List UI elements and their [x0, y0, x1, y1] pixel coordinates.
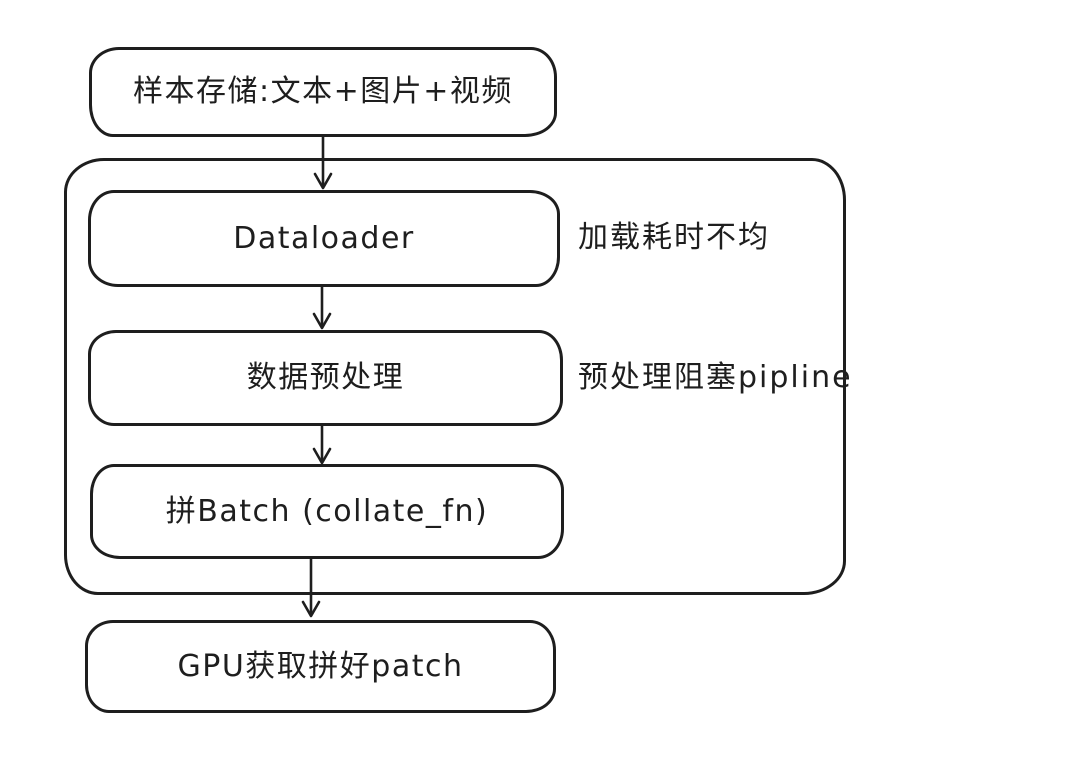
node-sample-storage: 样本存储:文本+图片+视频 — [89, 47, 557, 137]
node-dataloader: Dataloader — [88, 190, 560, 287]
arrow-preprocess-to-batch-icon — [312, 425, 332, 465]
node-gpu-label: GPU获取拼好patch — [177, 648, 464, 684]
arrow-storage-to-dataloader-icon — [313, 136, 333, 190]
arrow-dataloader-to-preprocess-icon — [312, 286, 332, 330]
arrow-batch-to-gpu-icon — [301, 558, 321, 618]
node-batch-collate: 拼Batch (collate_fn) — [90, 464, 564, 559]
annotation-preprocess-note: 预处理阻塞pipline — [578, 360, 853, 395]
node-sample-storage-label: 样本存储:文本+图片+视频 — [133, 74, 513, 109]
node-preprocess: 数据预处理 — [88, 330, 563, 426]
node-gpu: GPU获取拼好patch — [85, 620, 556, 713]
annotation-dataloader-note: 加载耗时不均 — [578, 220, 770, 255]
node-batch-collate-label: 拼Batch (collate_fn) — [165, 493, 489, 529]
node-dataloader-label: Dataloader — [233, 220, 415, 256]
node-preprocess-label: 数据预处理 — [246, 360, 405, 395]
